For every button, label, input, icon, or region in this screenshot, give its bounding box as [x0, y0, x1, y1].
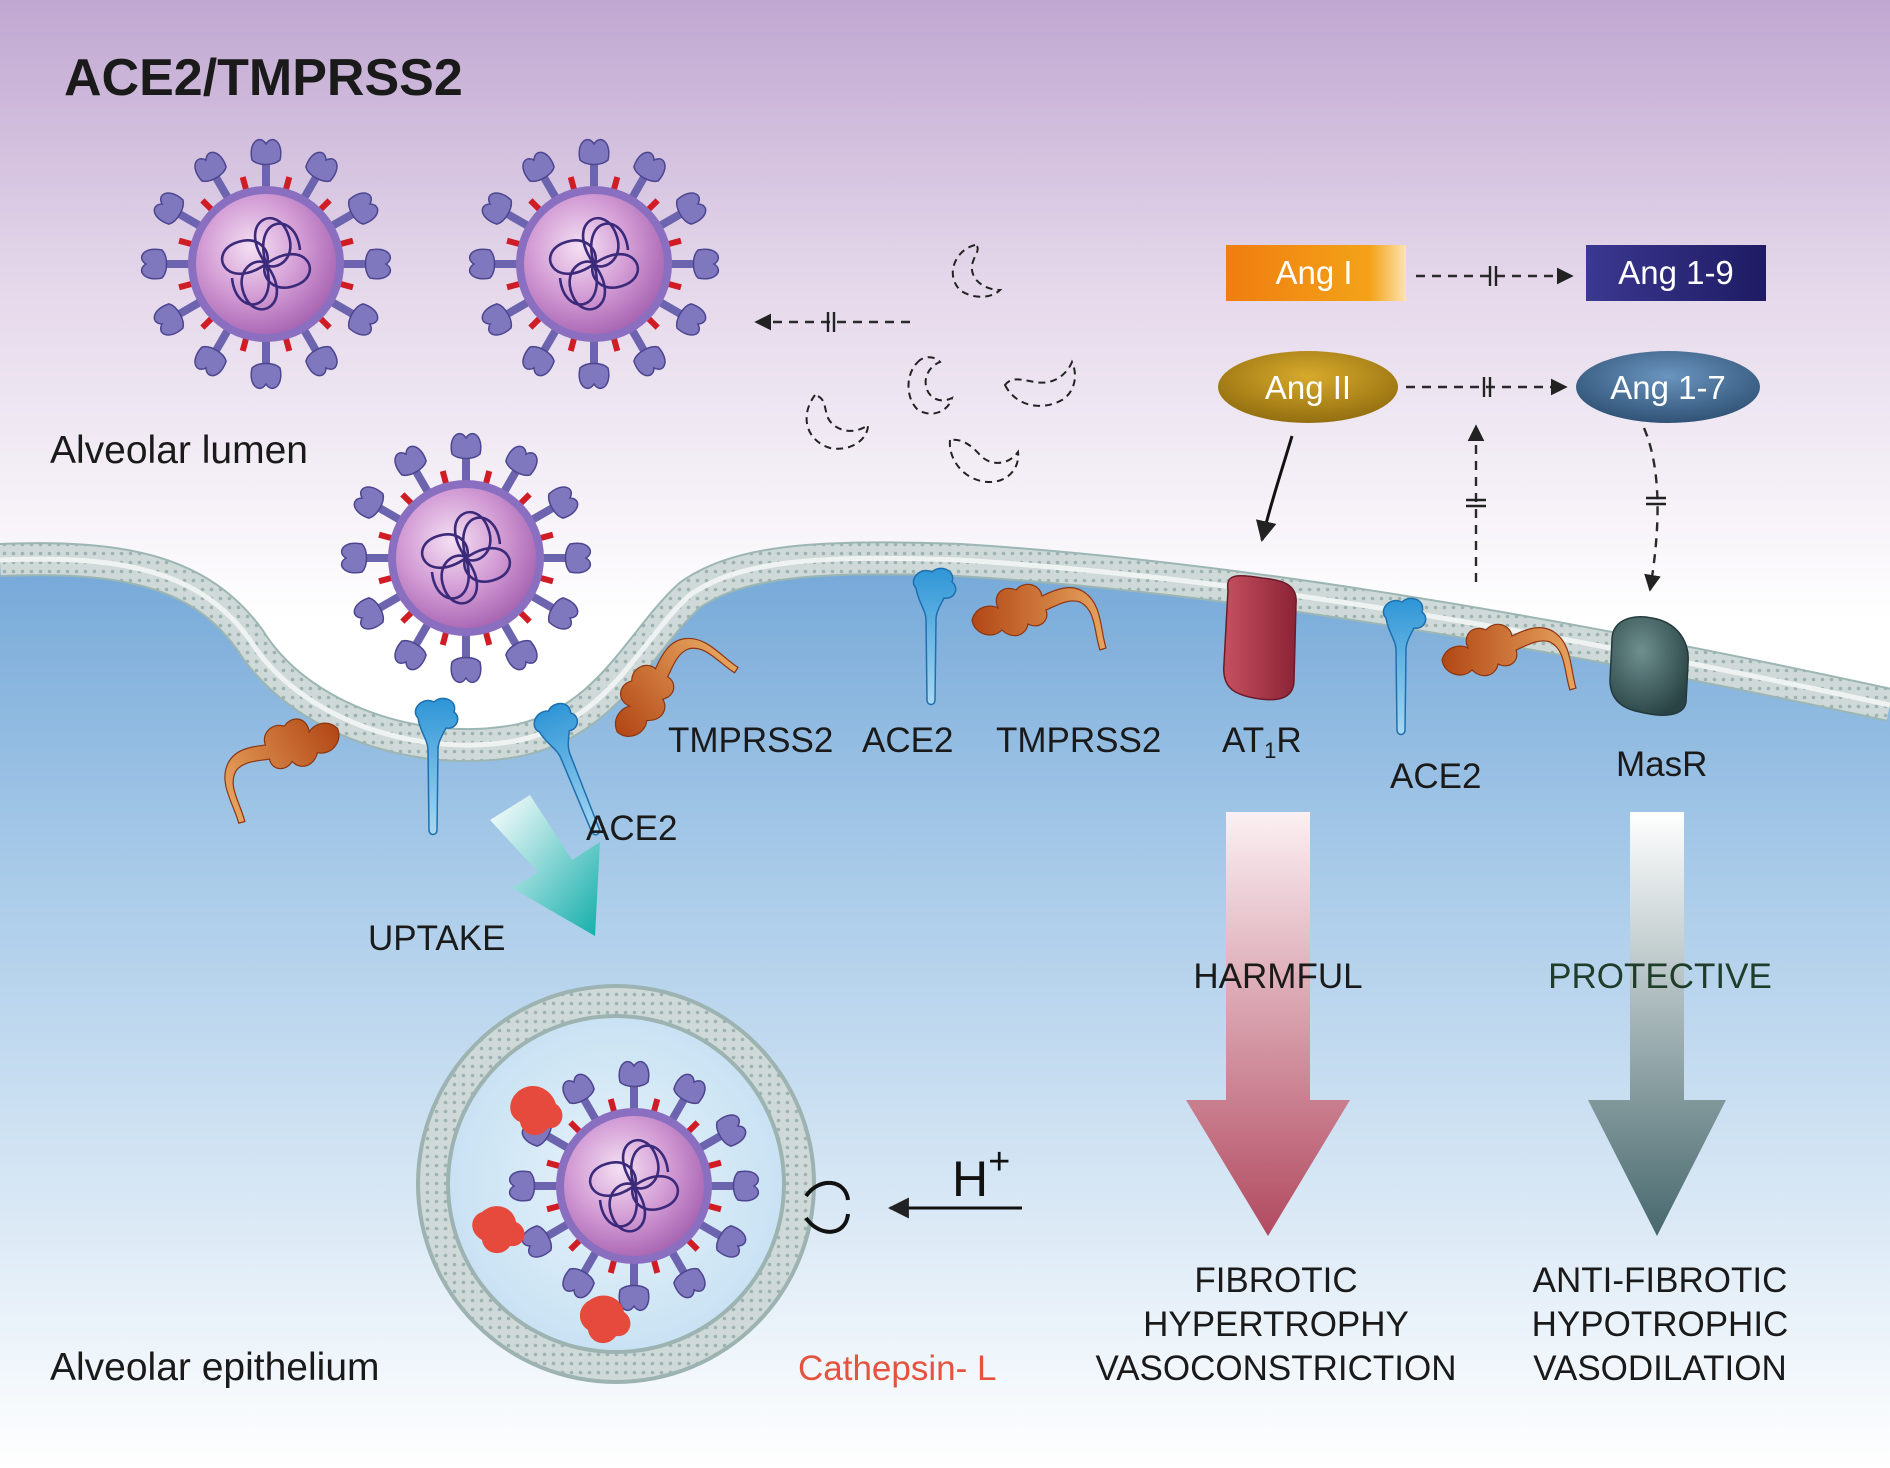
label-ace2-1: ACE2 [862, 721, 953, 760]
svg-text:Ang 1-9: Ang 1-9 [1618, 254, 1734, 291]
arrow-ang1-to-ang19 [1416, 266, 1574, 286]
protective-outcome-3: VASODILATION [1533, 1349, 1786, 1388]
ang-1-7-ellipse: Ang 1-7 [1576, 351, 1760, 423]
proton-label: H+ [952, 1141, 1010, 1207]
diagram-title: ACE2/TMPRSS2 [64, 49, 463, 107]
harmful-outcome-1: FIBROTIC [1194, 1261, 1357, 1300]
soluble-ace2-fragments [805, 243, 1076, 484]
at1r-receptor [1223, 574, 1297, 701]
cathepsin-label: Cathepsin- L [798, 1349, 996, 1388]
uptake-label: UPTAKE [368, 919, 505, 958]
harmful-label: HARMFUL [1193, 957, 1362, 996]
harmful-outcomes: FIBROTIC HYPERTROPHY VASOCONSTRICTION [1095, 1261, 1456, 1388]
label-tmprss2-1: TMPRSS2 [668, 721, 833, 760]
harmful-arrow [1186, 812, 1350, 1236]
membrane-core [0, 555, 1890, 748]
protective-outcome-1: ANTI-FIBROTIC [1533, 1261, 1788, 1300]
svg-text:Ang II: Ang II [1265, 369, 1351, 406]
harmful-outcome-2: HYPERTROPHY [1143, 1305, 1409, 1344]
region-label-epithelium: Alveolar epithelium [50, 1346, 380, 1389]
arrow-ang17-to-masr [1642, 427, 1666, 592]
cathepsin-l-enzymes [472, 1085, 631, 1344]
label-at1r: AT1R [1222, 721, 1302, 763]
ang-i-box: Ang I [1226, 245, 1406, 301]
cleavage-arrow-to-lumen [754, 312, 910, 332]
proton-pump-top [804, 1180, 850, 1201]
protective-label: PROTECTIVE [1548, 957, 1772, 996]
protective-outcome-2: HYPOTROPHIC [1532, 1305, 1789, 1344]
ang-1-9-box: Ang 1-9 [1586, 245, 1766, 301]
arrow-ace2-upward [1466, 424, 1486, 582]
arrow-ang2-to-ang17 [1406, 377, 1568, 397]
harmful-outcome-3: VASOCONSTRICTION [1095, 1349, 1456, 1388]
svg-text:Ang I: Ang I [1275, 254, 1352, 291]
ang-ii-ellipse: Ang II [1218, 351, 1398, 423]
label-ace2-pit: ACE2 [586, 809, 677, 848]
arrow-ang2-to-at1r [1255, 435, 1294, 543]
svg-text:Ang 1-7: Ang 1-7 [1610, 369, 1726, 406]
label-masr: MasR [1616, 745, 1707, 784]
region-label-lumen: Alveolar lumen [50, 429, 308, 472]
uptake-arrow [490, 795, 600, 936]
masr-receptor [1609, 616, 1689, 716]
protective-arrow [1588, 812, 1726, 1236]
proton-pump-bottom [804, 1213, 850, 1234]
label-ace2-2: ACE2 [1390, 757, 1481, 796]
label-tmprss2-2: TMPRSS2 [996, 721, 1161, 760]
protective-outcomes: ANTI-FIBROTIC HYPOTROPHIC VASODILATION [1532, 1261, 1789, 1388]
